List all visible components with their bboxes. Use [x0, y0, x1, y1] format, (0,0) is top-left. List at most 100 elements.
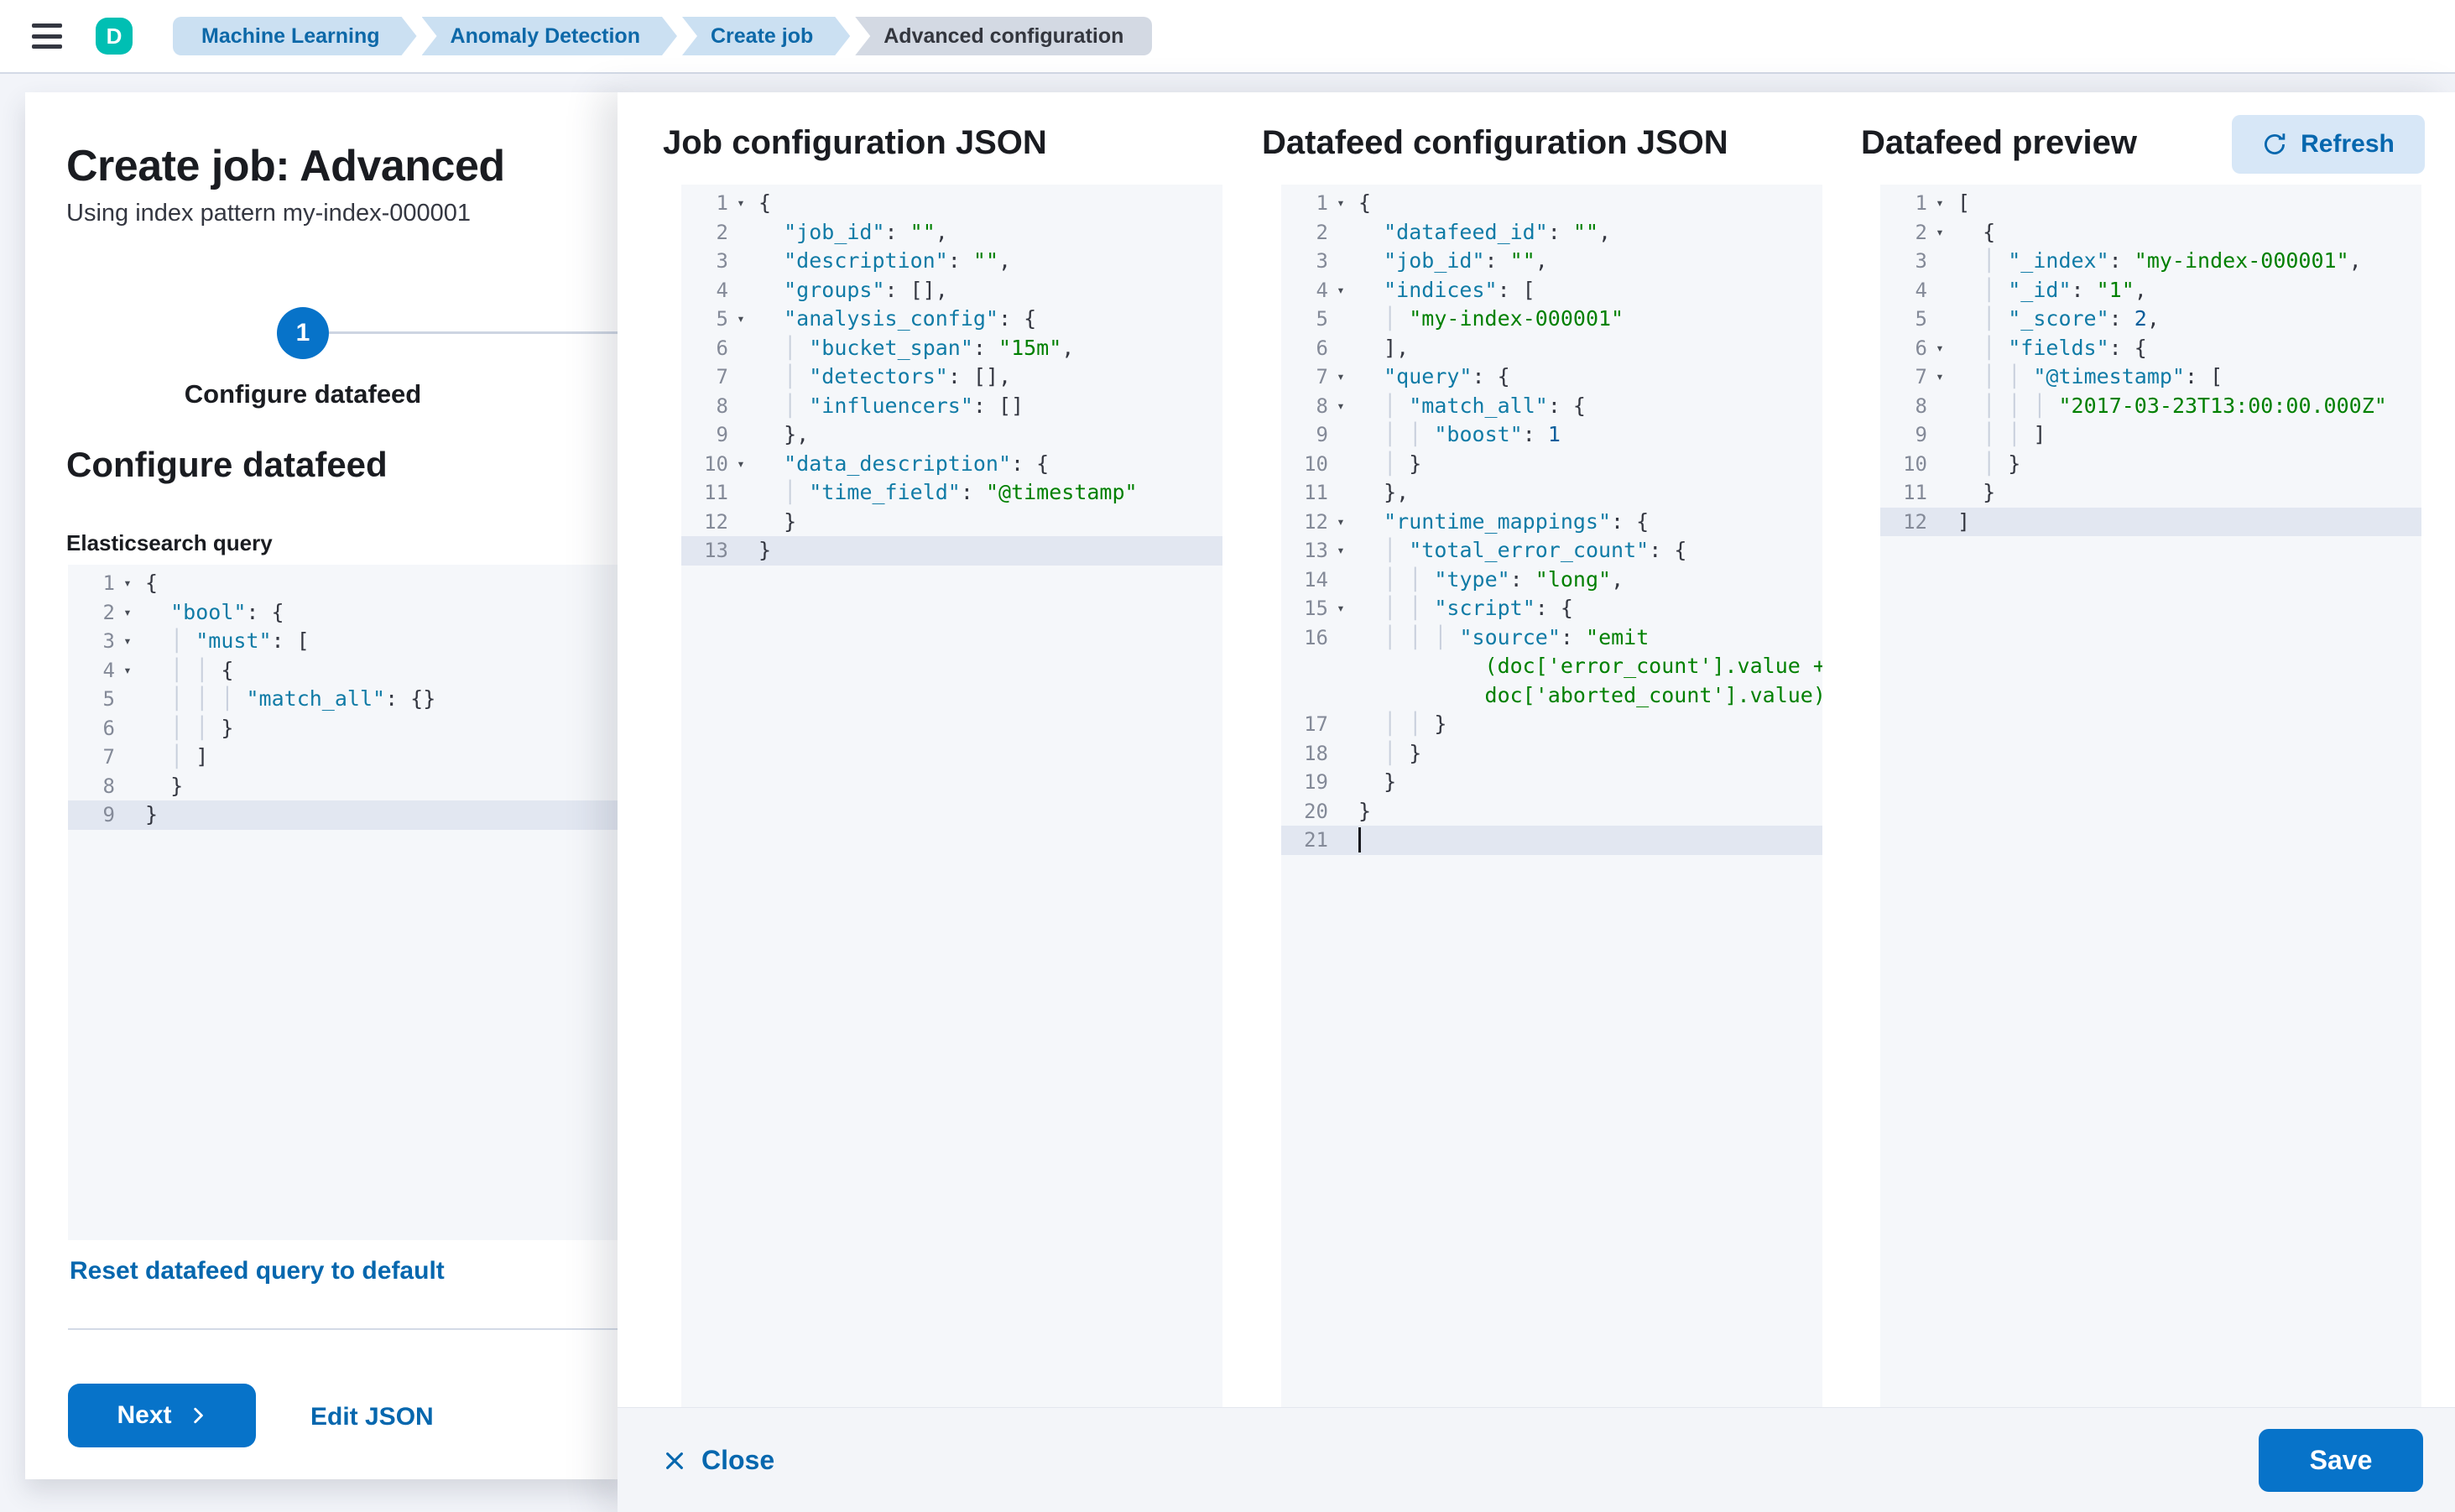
editor-row[interactable]: 7▾ │ │ "@timestamp": [	[1880, 362, 2421, 392]
editor-row[interactable]: 13}	[681, 536, 1222, 566]
editor-row[interactable]: 7 │ ]	[68, 743, 621, 772]
fold-toggle-icon[interactable]: ▾	[737, 455, 745, 472]
editor-row[interactable]: 19 }	[1281, 768, 1822, 797]
editor-row[interactable]: 7▾ "query": {	[1281, 362, 1822, 392]
menu-hamburger-icon[interactable]	[32, 23, 62, 49]
breadcrumb-anomaly-detection[interactable]: Anomaly Detection	[422, 17, 677, 55]
editor-row[interactable]: doc['aborted_count'].value)"	[1281, 681, 1822, 711]
line-number: 12	[1903, 509, 1927, 534]
editor-row[interactable]: (doc['error_count'].value +	[1281, 652, 1822, 681]
fold-toggle-icon[interactable]: ▾	[123, 603, 132, 620]
fold-toggle-icon[interactable]: ▾	[1337, 195, 1345, 211]
editor-row[interactable]: 11 }	[1880, 478, 2421, 508]
fold-toggle-icon[interactable]: ▾	[1337, 281, 1345, 298]
job-configuration-json-editor[interactable]: 1▾{2 "job_id": "",3 "description": "",4 …	[681, 185, 1222, 1409]
space-avatar[interactable]: D	[96, 18, 133, 55]
editor-row[interactable]: 6▾ │ "fields": {	[1880, 334, 2421, 363]
datafeed-preview-editor[interactable]: 1▾[2▾ {3 │ "_index": "my-index-000001",4…	[1880, 185, 2421, 1409]
fold-toggle-icon[interactable]: ▾	[1936, 339, 1944, 356]
editor-row[interactable]: 4▾ "indices": [	[1281, 276, 1822, 305]
editor-row[interactable]: 2 "datafeed_id": "",	[1281, 218, 1822, 248]
editor-row[interactable]: 7 │ "detectors": [],	[681, 362, 1222, 392]
editor-row[interactable]: 18 │ }	[1281, 739, 1822, 769]
line-number: 1	[102, 571, 115, 595]
editor-row[interactable]: 3 "job_id": "",	[1281, 247, 1822, 276]
editor-row[interactable]: 12▾ "runtime_mappings": {	[1281, 508, 1822, 537]
editor-row[interactable]: 5 │ "_score": 2,	[1880, 305, 2421, 334]
editor-row[interactable]: 1▾[	[1880, 189, 2421, 218]
editor-row[interactable]: 1▾{	[68, 569, 621, 598]
fold-toggle-icon[interactable]: ▾	[1337, 600, 1345, 616]
step-1-indicator[interactable]: 1	[277, 307, 329, 359]
fold-toggle-icon[interactable]: ▾	[1936, 368, 1944, 384]
editor-row[interactable]: 10 │ }	[1880, 450, 2421, 479]
editor-row[interactable]: 2▾ "bool": {	[68, 598, 621, 628]
refresh-button[interactable]: Refresh	[2232, 115, 2425, 174]
editor-row[interactable]: 12 }	[681, 508, 1222, 537]
editor-row[interactable]: 8▾ │ "match_all": {	[1281, 392, 1822, 421]
save-button[interactable]: Save	[2259, 1429, 2423, 1492]
editor-row[interactable]: 3▾ │ "must": [	[68, 627, 621, 656]
editor-row[interactable]: 6 ],	[1281, 334, 1822, 363]
editor-row[interactable]: 16 │ │ │ "source": "emit	[1281, 623, 1822, 653]
step-1-label: Configure datafeed	[184, 379, 422, 409]
editor-row[interactable]: 4 "groups": [],	[681, 276, 1222, 305]
editor-row[interactable]: 14 │ │ "type": "long",	[1281, 566, 1822, 595]
editor-row[interactable]: 15▾ │ │ "script": {	[1281, 594, 1822, 623]
editor-row[interactable]: 17 │ │ }	[1281, 710, 1822, 739]
editor-row[interactable]: 2▾ {	[1880, 218, 2421, 248]
next-button[interactable]: Next	[68, 1384, 256, 1447]
editor-row[interactable]: 5 │ "my-index-000001"	[1281, 305, 1822, 334]
editor-row[interactable]: 10 │ }	[1281, 450, 1822, 479]
editor-row[interactable]: 2 "job_id": "",	[681, 218, 1222, 248]
fold-toggle-icon[interactable]: ▾	[1337, 542, 1345, 558]
editor-row[interactable]: 11 },	[1281, 478, 1822, 508]
fold-toggle-icon[interactable]: ▾	[737, 195, 745, 211]
editor-row[interactable]: 9}	[68, 800, 621, 830]
editor-row[interactable]: 3 │ "_index": "my-index-000001",	[1880, 247, 2421, 276]
editor-row[interactable]: 21	[1281, 826, 1822, 855]
editor-row[interactable]: 5 │ │ │ "match_all": {}	[68, 685, 621, 714]
editor-row[interactable]: 8 }	[68, 772, 621, 801]
fold-toggle-icon[interactable]: ▾	[1936, 195, 1944, 211]
editor-row[interactable]: 5▾ "analysis_config": {	[681, 305, 1222, 334]
fold-toggle-icon[interactable]: ▾	[1936, 223, 1944, 240]
reset-datafeed-query-link[interactable]: Reset datafeed query to default	[70, 1257, 445, 1285]
code-line: │ }	[1384, 740, 1422, 765]
fold-toggle-icon[interactable]: ▾	[737, 310, 745, 326]
elasticsearch-query-editor[interactable]: 1▾{2▾ "bool": {3▾ │ "must": [4▾ │ │ {5 │…	[68, 565, 621, 1240]
code-line: │ ]	[170, 744, 209, 769]
editor-row[interactable]: 6 │ │ }	[68, 714, 621, 743]
fold-toggle-icon[interactable]: ▾	[1337, 397, 1345, 414]
editor-row[interactable]: 1▾{	[681, 189, 1222, 218]
editor-row[interactable]: 1▾{	[1281, 189, 1822, 218]
editor-row[interactable]: 10▾ "data_description": {	[681, 450, 1222, 479]
editor-row[interactable]: 4▾ │ │ {	[68, 656, 621, 686]
editor-row[interactable]: 9 │ │ "boost": 1	[1281, 420, 1822, 450]
editor-row[interactable]: 3 "description": "",	[681, 247, 1222, 276]
edit-json-button[interactable]: Edit JSON	[310, 1403, 434, 1431]
datafeed-configuration-json-editor[interactable]: 1▾{2 "datafeed_id": "",3 "job_id": "",4▾…	[1281, 185, 1822, 1409]
fold-toggle-icon[interactable]: ▾	[123, 661, 132, 678]
editor-row[interactable]: 13▾ │ "total_error_count": {	[1281, 536, 1822, 566]
fold-toggle-icon[interactable]: ▾	[1337, 368, 1345, 384]
editor-row[interactable]: 12]	[1880, 507, 2421, 536]
code-line: [	[1957, 190, 1971, 215]
editor-row[interactable]: 20}	[1281, 797, 1822, 826]
line-number: 12	[704, 509, 728, 534]
editor-row[interactable]: 6 │ "bucket_span": "15m",	[681, 334, 1222, 363]
fold-toggle-icon[interactable]: ▾	[123, 633, 132, 649]
editor-row[interactable]: 9 │ │ ]	[1880, 420, 2421, 450]
breadcrumb-create-job[interactable]: Create job	[682, 17, 850, 55]
editor-row[interactable]: 8 │ "influencers": []	[681, 392, 1222, 421]
editor-row[interactable]: 8 │ │ │ "2017-03-23T13:00:00.000Z"	[1880, 392, 2421, 421]
breadcrumb-machine-learning[interactable]: Machine Learning	[173, 17, 417, 55]
editor-row[interactable]: 11 │ "time_field": "@timestamp"	[681, 478, 1222, 508]
editor-row[interactable]: 4 │ "_id": "1",	[1880, 276, 2421, 305]
editor-row[interactable]: 9 },	[681, 420, 1222, 450]
fold-toggle-icon[interactable]: ▾	[1337, 513, 1345, 529]
fold-toggle-icon[interactable]: ▾	[123, 575, 132, 591]
close-button[interactable]: Close	[663, 1408, 774, 1512]
code-line: }	[784, 508, 797, 534]
line-number: 5	[1915, 307, 1927, 331]
